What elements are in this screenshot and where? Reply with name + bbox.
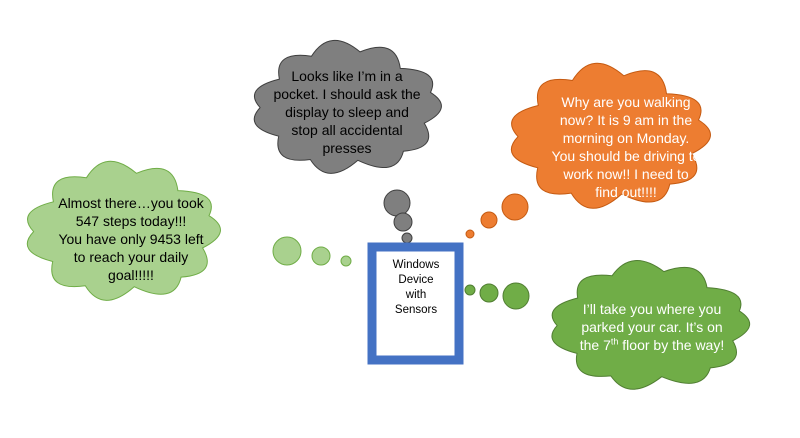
thought-dot-steps-small <box>340 255 352 267</box>
cloud-shape-pocket <box>253 39 442 174</box>
thought-dot-pocket-medium <box>393 212 413 232</box>
thought-dot-walking-large <box>501 193 529 221</box>
device-label-line: with <box>405 289 427 301</box>
thought-line: to reach your daily <box>73 249 189 265</box>
thought-dot-car-small <box>464 284 476 296</box>
thought-cloud-walking <box>465 62 711 239</box>
thought-line: work now!! I need to <box>563 166 689 182</box>
cloud-shape-steps <box>26 160 221 301</box>
thought-dot-pocket-large <box>383 189 411 217</box>
thought-dot-car-large <box>502 282 530 310</box>
thought-line: stop all accidental <box>291 122 403 138</box>
thought-line: You should be driving to <box>551 148 701 164</box>
thought-line: morning on Monday. <box>562 130 690 146</box>
thought-text-car: I’ll take you where you parked your car.… <box>552 300 752 354</box>
thought-line: find out!!!! <box>595 184 657 200</box>
thought-line: Why are you walking <box>561 94 691 110</box>
device-label-line: Device <box>398 274 434 286</box>
thought-cloud-pocket <box>253 39 442 244</box>
thought-dot-car-medium <box>479 283 499 303</box>
thought-line: pocket. I should ask the <box>273 86 421 102</box>
thought-dot-steps-medium <box>311 246 331 266</box>
thought-line-part: the 7 <box>579 337 611 353</box>
thought-dot-walking-medium <box>480 211 498 229</box>
thought-line: the 7th floor by the way! <box>552 336 752 354</box>
device-label: Windows Device with Sensors <box>382 258 450 318</box>
thought-line: 547 steps today!!! <box>75 213 187 229</box>
thought-line: goal!!!!! <box>108 267 154 283</box>
device-frame <box>367 242 464 365</box>
thought-line: now? It is 9 am in the <box>559 112 693 128</box>
thought-line: Almost there…you took <box>58 195 204 211</box>
cloud-body-car <box>551 260 750 390</box>
cloud-shape-walking <box>510 62 711 209</box>
thought-cloud-steps <box>26 160 352 301</box>
cloud-shape-car <box>551 260 750 390</box>
thought-line: Looks like I’m in a <box>291 68 403 84</box>
thought-line: You have only 9453 left <box>58 231 204 247</box>
thought-text-walking: Why are you walking now? It is 9 am in t… <box>526 93 726 201</box>
ordinal-suffix: th <box>610 336 619 347</box>
cloud-body-pocket <box>253 39 442 174</box>
cloud-body-walking <box>510 62 711 209</box>
thought-line: I’ll take you where you <box>582 301 722 317</box>
thought-line-part: floor by the way! <box>618 337 725 353</box>
thought-text-steps: Almost there…you took 547 steps today!!!… <box>36 194 226 284</box>
device-label-line: Windows <box>392 259 440 271</box>
thought-cloud-car <box>464 260 750 390</box>
thought-line: presses <box>322 140 372 156</box>
thought-dot-walking-small <box>465 229 475 239</box>
thought-dot-steps-large <box>272 236 302 266</box>
thought-line: display to sleep and <box>285 104 409 120</box>
thought-text-pocket: Looks like I’m in a pocket. I should ask… <box>252 67 442 157</box>
thought-line: parked your car. It’s on <box>581 319 723 335</box>
device-label-line: Sensors <box>394 304 438 316</box>
cloud-body-steps <box>26 160 221 301</box>
thought-dot-pocket-small <box>401 232 413 244</box>
